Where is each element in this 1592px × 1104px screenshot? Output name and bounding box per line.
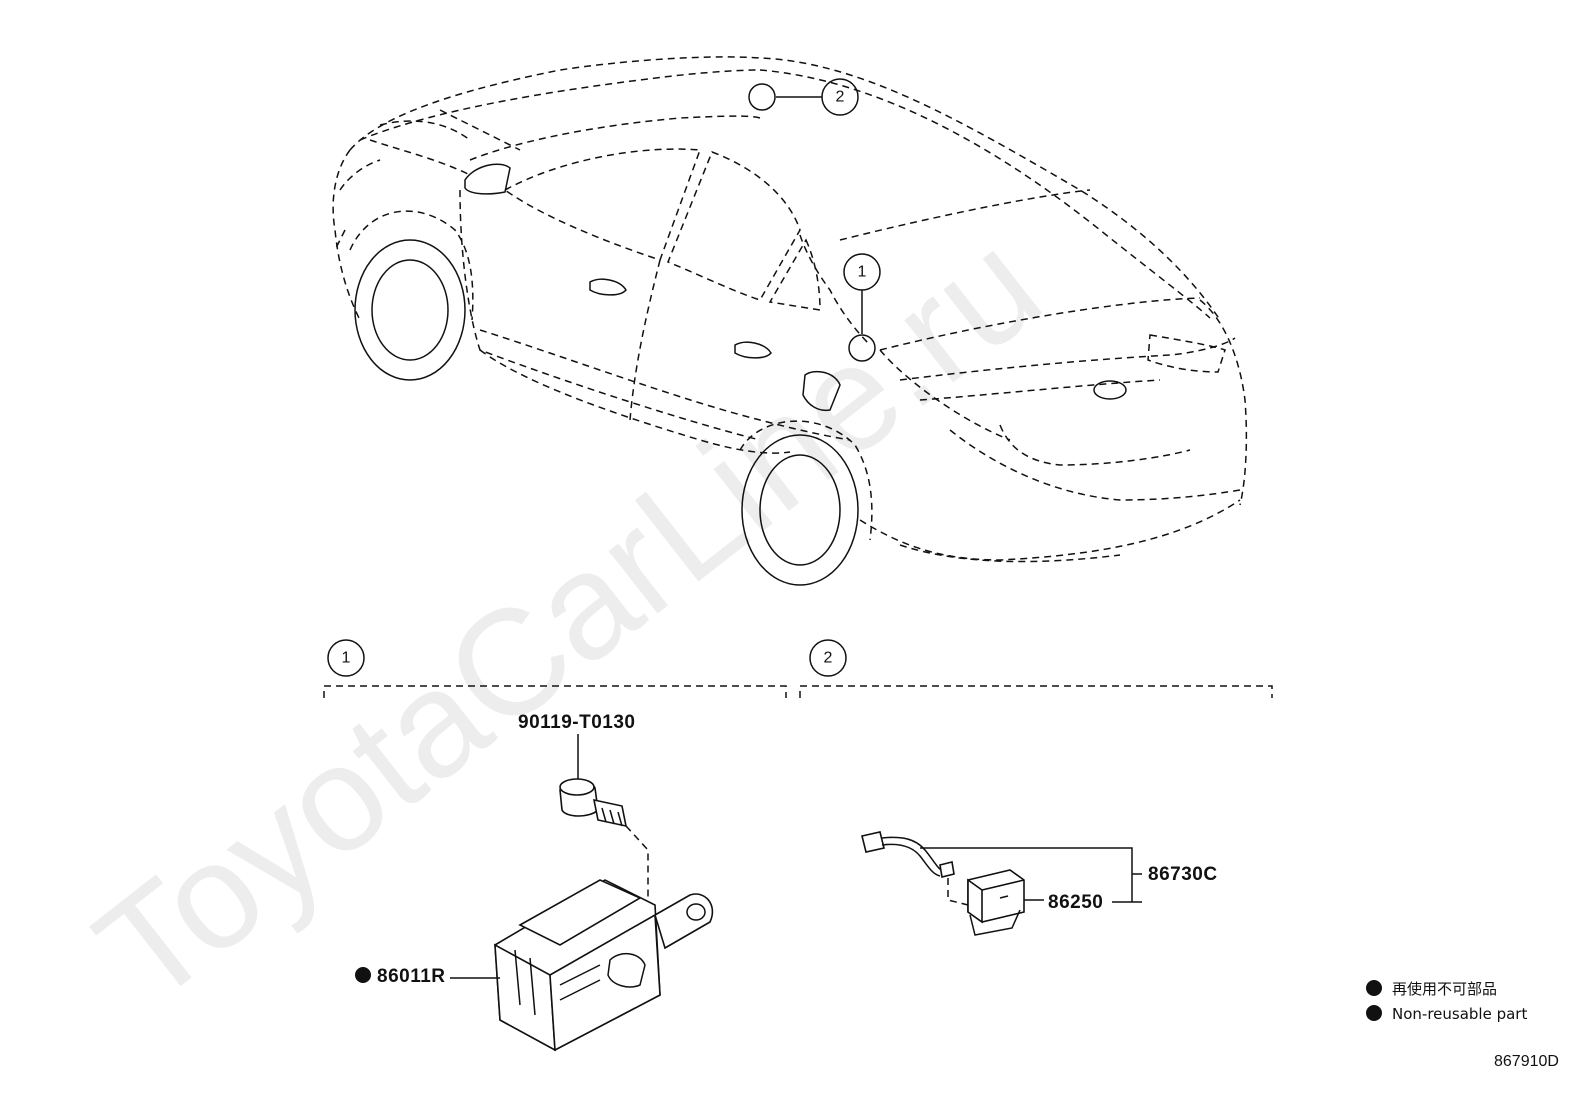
callout-number-1: 1 — [858, 264, 867, 281]
section-bracket-2 — [799, 685, 1273, 698]
wire-harness-part — [861, 831, 969, 906]
legend-text-en: Non-reusable part — [1392, 1005, 1527, 1023]
legend-dot-ja — [1366, 980, 1382, 996]
part-label-harness: 86730C — [1148, 864, 1218, 885]
bolt-part — [559, 778, 628, 828]
part-label-ecu: 86011R — [377, 966, 446, 987]
location-marker-2 — [748, 83, 776, 111]
diagram-code: 867910D — [1494, 1053, 1559, 1070]
section-circle-2 — [809, 639, 847, 677]
section-number-1: 1 — [342, 650, 351, 667]
section-number-2: 2 — [824, 650, 833, 667]
legend-text-ja: 再使用不可部品 — [1392, 980, 1497, 998]
section-bracket-1 — [323, 685, 787, 698]
location-marker-1 — [848, 334, 876, 362]
callout-number-2: 2 — [836, 89, 845, 106]
legend-dot-en — [1366, 1005, 1382, 1021]
car-illustration — [332, 56, 1248, 586]
section-circle-1 — [327, 639, 365, 677]
non-reusable-dot — [355, 967, 371, 983]
part-label-bolt: 90119-T0130 — [518, 712, 636, 733]
callout-circle-1 — [843, 253, 881, 291]
leader-harness — [920, 847, 1133, 902]
ecu-part — [494, 879, 714, 1052]
callout-circle-2 — [821, 78, 859, 116]
module-part — [967, 869, 1025, 936]
part-label-module: 86250 — [1048, 892, 1103, 913]
